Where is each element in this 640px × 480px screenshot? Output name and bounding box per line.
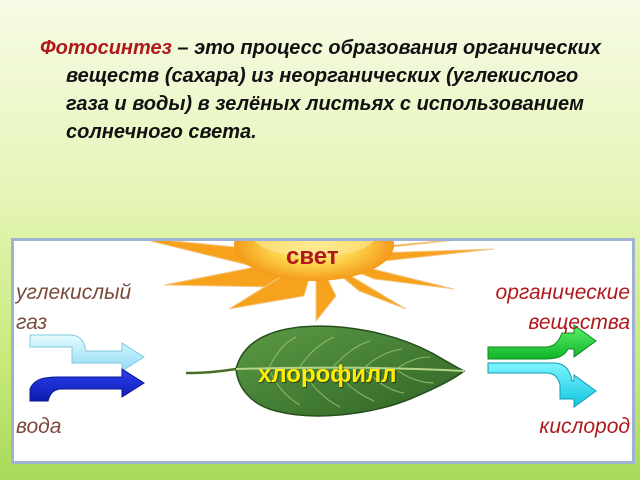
co2-arrow-icon [29, 334, 145, 372]
sun-icon [148, 241, 495, 323]
co2-label-line1: углекислый [16, 281, 132, 304]
diagram-graphics [29, 241, 597, 417]
water-label: вода [16, 415, 62, 438]
organic-arrow-icon [487, 324, 597, 360]
definition-text: Фотосинтез – это процесс образования орг… [40, 34, 615, 146]
co2-label-line2: газ [16, 311, 48, 334]
oxygen-arrow-icon [487, 362, 597, 408]
light-label: свет [286, 243, 339, 270]
photosynthesis-diagram: свет хлорофилл углекислый газ вода орган… [11, 238, 635, 464]
term-photosynthesis: Фотосинтез [40, 37, 172, 59]
leaf-icon [185, 325, 466, 417]
organic-label-line1: органические [495, 281, 630, 304]
water-arrow-icon [29, 368, 145, 402]
organic-label-line2: вещества [528, 311, 630, 334]
oxygen-label: кислород [539, 415, 630, 438]
definition-body: – это процесс образования органических в… [66, 37, 601, 143]
chlorophyll-label: хлорофилл [258, 361, 397, 388]
